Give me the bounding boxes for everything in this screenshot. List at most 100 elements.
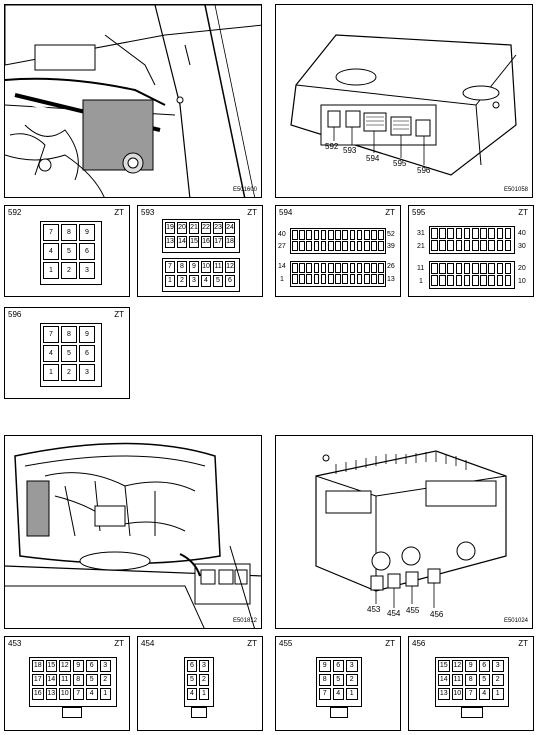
pin-4: 4 (478, 688, 490, 700)
pin-2: 2 (61, 262, 77, 279)
pin-cavity (328, 263, 334, 273)
pin-label-1: 1 (419, 278, 423, 285)
pin-cavity (320, 230, 327, 240)
pin-cavity (378, 274, 385, 284)
connector-housing (40, 323, 102, 387)
callout-453: 453 (367, 605, 381, 614)
photo-engine-bay-top: E501600 (4, 4, 262, 198)
zt-label: ZT (114, 310, 124, 319)
pin-2: 2 (177, 275, 187, 287)
pin-10: 10 (451, 688, 463, 700)
callout-596: 596 (417, 166, 431, 175)
callout-456: 456 (430, 610, 444, 619)
pin-9: 9 (79, 224, 95, 241)
pin-cavity (447, 228, 455, 239)
pin-3: 3 (346, 660, 358, 672)
connector-id: 456 (412, 639, 426, 648)
pin-10: 10 (59, 688, 71, 700)
pin-cavity (488, 228, 496, 239)
pin-cavity (299, 241, 305, 251)
photo-control-unit-top: 592 593 594 595 596 E501058 (275, 4, 533, 198)
connector-housing (316, 657, 362, 707)
pin-9: 9 (189, 261, 199, 273)
callout-455: 455 (406, 606, 420, 615)
connector-595-panel: 595 ZT 31 21 11 1 40 30 20 10 (408, 205, 534, 297)
pin-15: 15 (438, 660, 450, 672)
pin-cavity (472, 275, 479, 286)
pin-13: 13 (45, 688, 57, 700)
pin-label-30: 30 (518, 243, 526, 250)
pin-cavity (378, 241, 385, 251)
pin-cavity (328, 230, 334, 240)
connector-latch (62, 707, 82, 718)
connector-id: 596 (8, 310, 22, 319)
pin-label-27: 27 (278, 243, 286, 250)
pin-1: 1 (43, 364, 59, 381)
connector-latch (330, 707, 348, 718)
pin-cavity (349, 263, 356, 273)
pin-13: 13 (438, 688, 450, 700)
pin-15: 15 (45, 660, 57, 672)
pin-cavity (455, 263, 463, 274)
pin-18: 18 (32, 660, 44, 672)
pin-cavity (439, 275, 446, 286)
pin-cavity (371, 230, 377, 240)
pin-12: 12 (451, 660, 463, 672)
pin-9: 9 (319, 660, 331, 672)
pin-cavity (463, 275, 471, 286)
connector-latch (191, 707, 207, 718)
pin-cavity (504, 228, 512, 239)
pin-8: 8 (72, 674, 84, 686)
pin-cavity (439, 263, 446, 274)
pin-cavity (292, 230, 298, 240)
pin-cavity (342, 230, 349, 240)
photo-control-unit-bottom: 453 454 455 456 E501024 (275, 435, 533, 629)
pin-5: 5 (61, 243, 77, 260)
zt-label: ZT (385, 208, 395, 217)
pin-label-26: 26 (387, 263, 395, 270)
pin-12: 12 (59, 660, 71, 672)
pin-cavity (431, 240, 438, 251)
pin-9: 9 (465, 660, 477, 672)
pin-cavity (378, 230, 385, 240)
pin-cavity (480, 228, 487, 239)
pin-6: 6 (225, 275, 235, 287)
pin-7: 7 (319, 688, 331, 700)
photo-engine-bay-bottom: E501812 (4, 435, 262, 629)
pin-10: 10 (201, 261, 211, 273)
pin-cavity (504, 240, 512, 251)
pin-1: 1 (199, 688, 209, 700)
pin-7: 7 (43, 224, 59, 241)
pin-cavity (488, 263, 496, 274)
pin-cavity (463, 228, 471, 239)
pin-cavity (496, 275, 504, 286)
connector-id: 595 (412, 208, 426, 217)
photo-code: E501024 (503, 618, 528, 624)
pin-5: 5 (213, 275, 223, 287)
pin-cavity (447, 275, 455, 286)
pin-3: 3 (99, 660, 111, 672)
pin-8: 8 (465, 674, 477, 686)
pin-cavity (292, 274, 298, 284)
pin-cavity (364, 263, 370, 273)
pin-19: 19 (165, 222, 175, 234)
connector-housing-lower (429, 261, 515, 289)
connector-housing (40, 221, 102, 285)
pin-14: 14 (438, 674, 450, 686)
pin-cavity (335, 241, 341, 251)
pin-9: 9 (79, 326, 95, 343)
pin-23: 23 (213, 222, 223, 234)
pin-4: 4 (43, 345, 59, 362)
zt-label: ZT (518, 208, 528, 217)
pin-cavity (306, 274, 313, 284)
pin-label-39: 39 (387, 243, 395, 250)
pin-6: 6 (79, 345, 95, 362)
pin-cavity (299, 274, 305, 284)
pin-6: 6 (86, 660, 98, 672)
connector-id: 592 (8, 208, 22, 217)
connector-housing-upper (162, 219, 240, 253)
pin-cavity (306, 241, 313, 251)
